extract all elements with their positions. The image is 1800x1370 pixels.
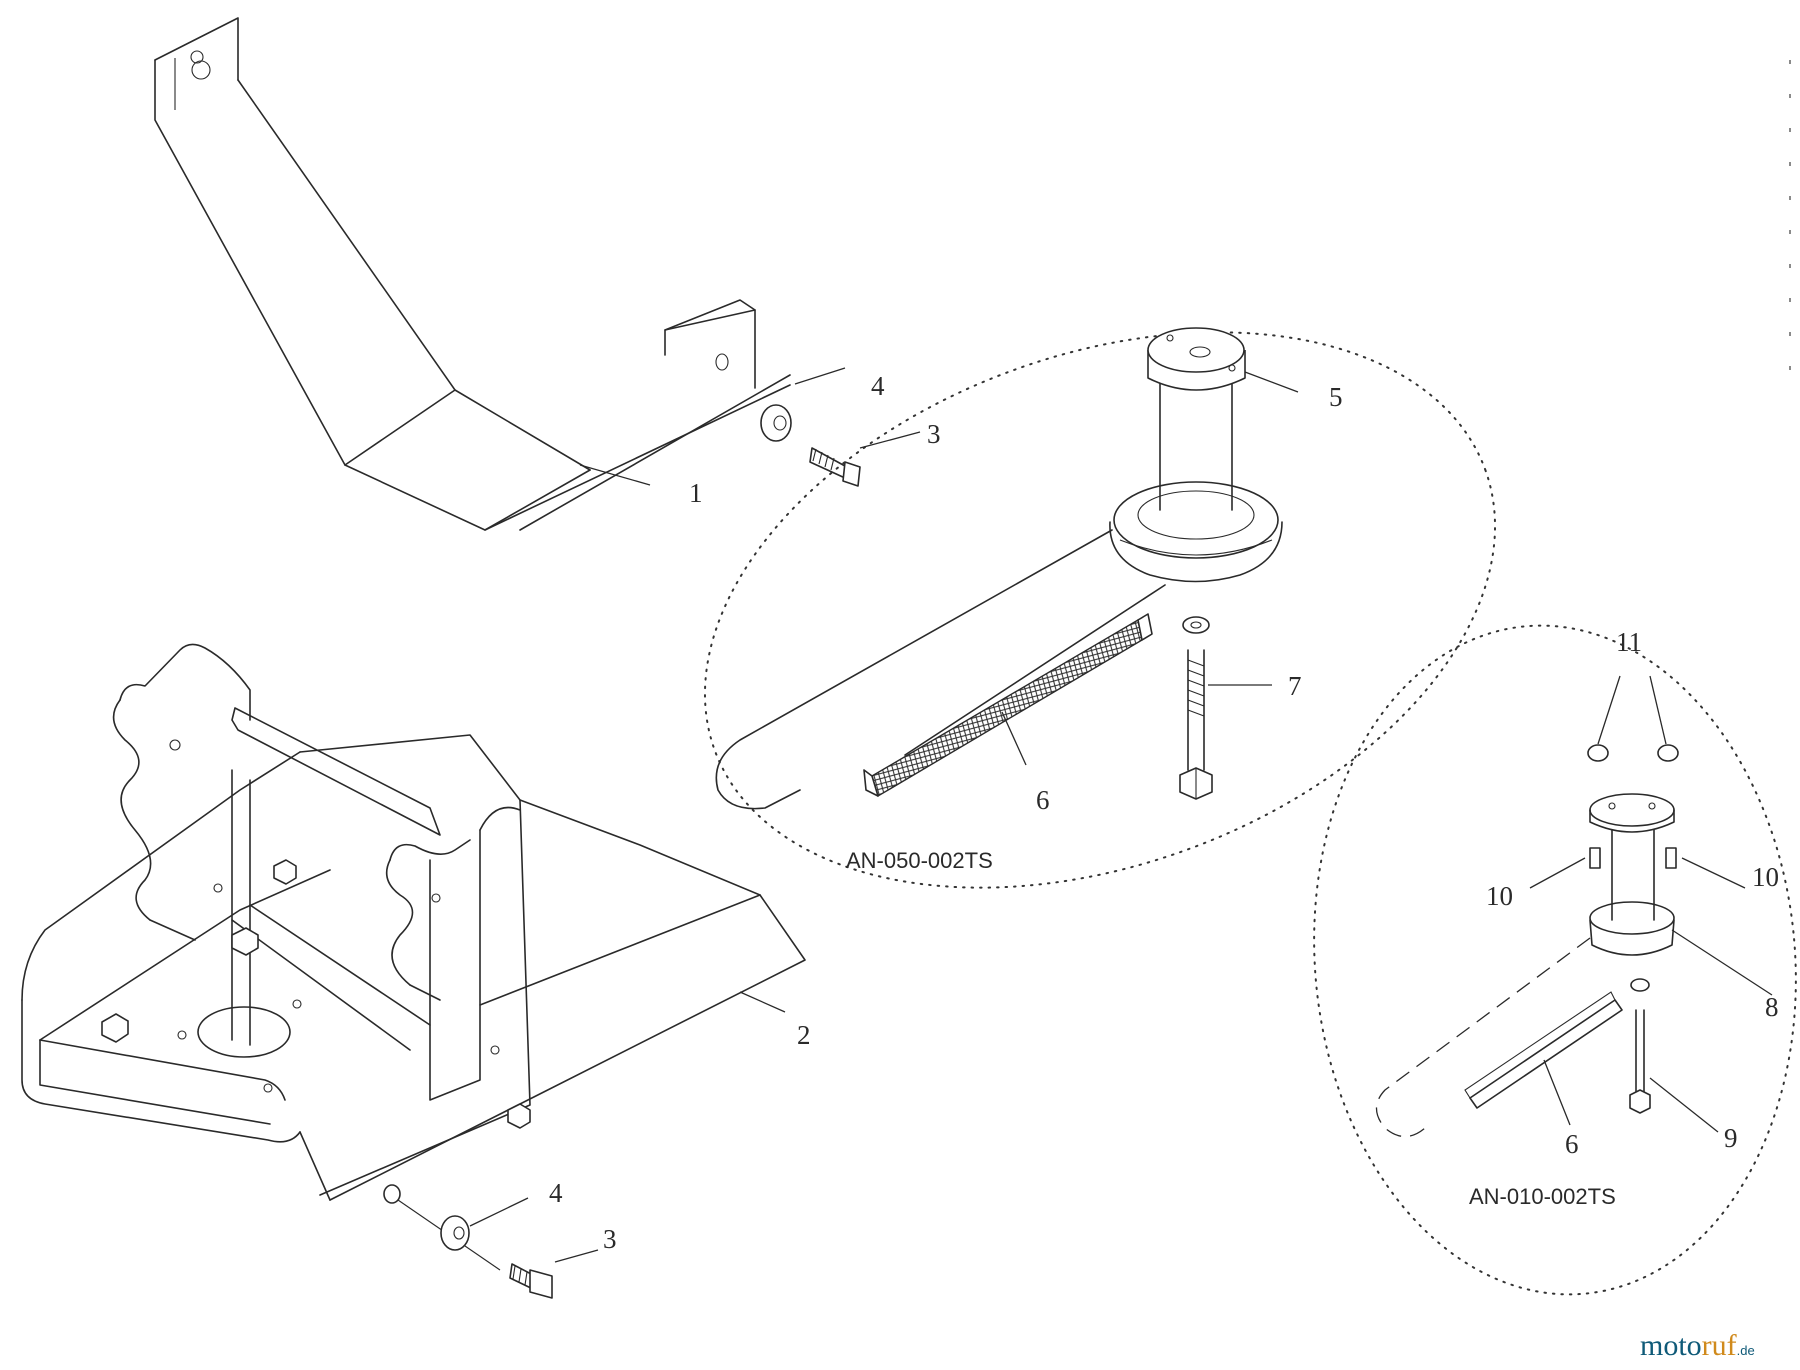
callout-5: 5	[1329, 382, 1343, 412]
callout-labels: 1 2 4 3 4 3 5 7 6 11 10 10 8 9 6	[549, 371, 1779, 1254]
watermark-moto: moto	[1640, 1329, 1702, 1362]
callout-3-top: 3	[927, 419, 941, 449]
hardware-washer-bolt-bottom	[397, 1199, 553, 1299]
callout-11: 11	[1616, 627, 1642, 657]
assembly-an-050-002ts	[703, 327, 1497, 889]
callout-10-right: 10	[1752, 862, 1779, 892]
watermark-suffix: .de	[1737, 1343, 1755, 1358]
callout-8: 8	[1765, 992, 1779, 1022]
hardware-washer-bolt-top	[760, 404, 861, 487]
leader-lines	[469, 367, 1773, 1263]
callout-4-bottom: 4	[549, 1178, 563, 1208]
callout-1: 1	[689, 478, 703, 508]
callout-2: 2	[797, 1020, 811, 1050]
callout-4-top: 4	[871, 371, 885, 401]
svg-text:motoruf.de: motoruf.de	[1640, 1329, 1755, 1362]
motoruf-watermark: motoruf.de	[1640, 1329, 1755, 1362]
part-2-mounting-plate	[21, 643, 806, 1204]
watermark-ruf: ruf	[1702, 1329, 1737, 1362]
callout-3-bottom: 3	[603, 1224, 617, 1254]
callout-6-large: 6	[1036, 785, 1050, 815]
callout-6-small: 6	[1565, 1129, 1579, 1159]
callout-7: 7	[1288, 671, 1302, 701]
callout-9: 9	[1724, 1123, 1738, 1153]
assembly-code-large: AN-050-002TS	[846, 848, 993, 873]
callout-10-left: 10	[1486, 881, 1513, 911]
assembly-code-small: AN-010-002TS	[1469, 1184, 1616, 1209]
assembly-an-010-002ts	[1313, 624, 1797, 1296]
part-1-belt-guard	[154, 17, 791, 531]
